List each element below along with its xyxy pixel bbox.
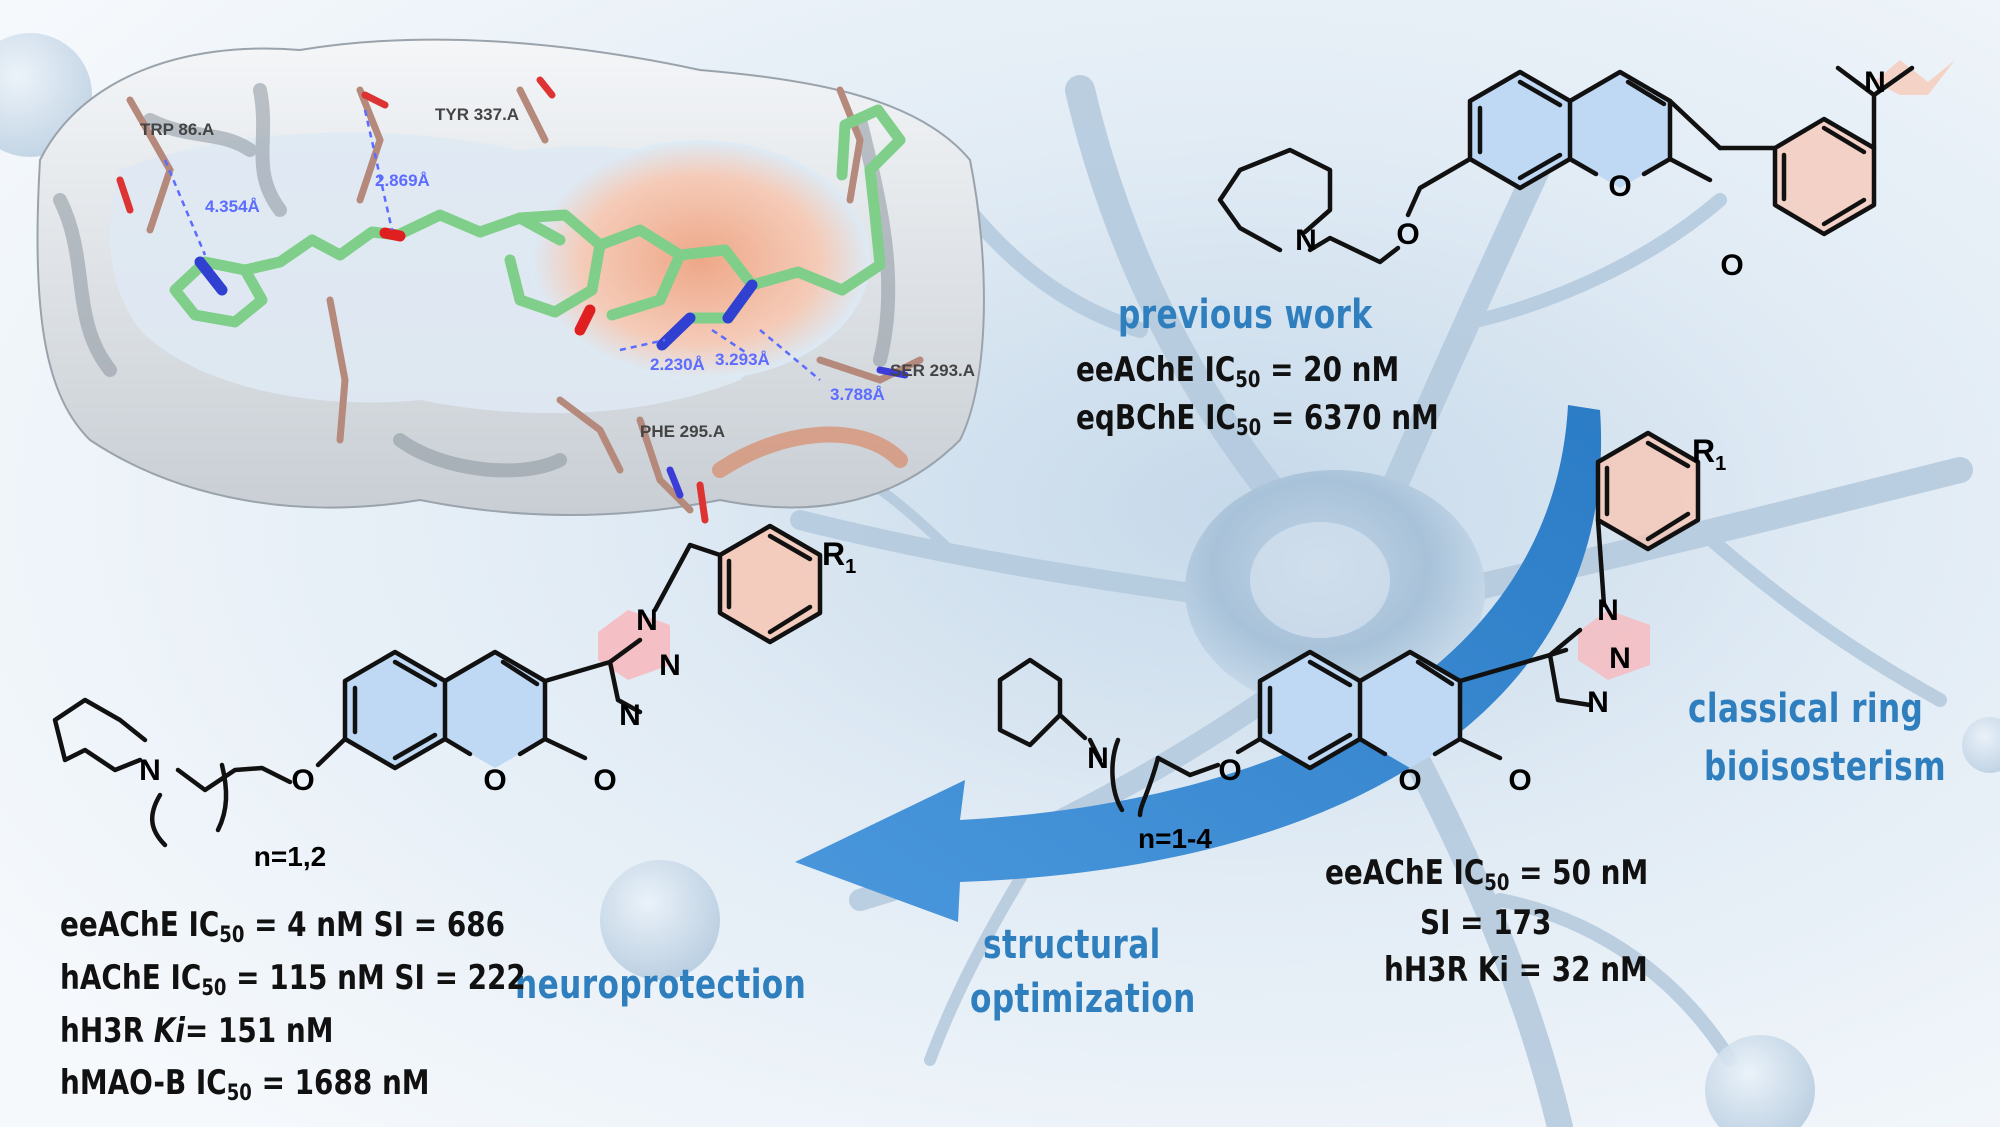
docking-labels: TRP 86.A TYR 337.A SER 293.A PHE 295.A 4…	[140, 105, 975, 441]
r1-label-middle: R1	[1692, 433, 1726, 475]
svg-text:O: O	[1396, 218, 1419, 251]
distance-label: 2.869Å	[375, 171, 430, 190]
middle-eeache-ic50: eeAChE IC50 = 50 nM	[1325, 853, 1649, 896]
chain-length-middle: n=1-4	[1138, 823, 1212, 854]
svg-text:N: N	[1609, 642, 1631, 675]
svg-text:N: N	[1087, 742, 1109, 775]
r1-label-final: R1	[822, 536, 856, 578]
svg-text:N: N	[619, 699, 641, 732]
distance-label: 4.354Å	[205, 197, 260, 216]
svg-text:O: O	[1508, 764, 1531, 797]
residue-label: SER 293.A	[890, 361, 975, 380]
svg-text:N: N	[1864, 66, 1886, 99]
svg-text:N: N	[1295, 224, 1317, 257]
svg-text:O: O	[1608, 170, 1631, 203]
final-eeache-ic50: eeAChE IC50 = 4 nM SI = 686	[60, 905, 506, 948]
optimization-arrow	[795, 405, 1602, 922]
residue-label: TRP 86.A	[140, 120, 214, 139]
residue-label: PHE 295.A	[640, 422, 725, 441]
distance-label: 2.230Å	[650, 355, 705, 374]
atom-labels: N N O O O N N N N O O O N N N N O O O R1…	[139, 66, 1886, 872]
neuron-nucleus	[1250, 522, 1390, 638]
neuroprotection-label: neuroprotection	[515, 962, 807, 1008]
residue-label: TYR 337.A	[435, 105, 519, 124]
orb	[1705, 1035, 1815, 1127]
molecule-previous-work	[1217, 60, 1955, 265]
docking-image	[36, 38, 985, 524]
final-h3r-ki: hH3R Ki= 151 nM	[60, 1011, 334, 1051]
middle-si: SI = 173	[1420, 903, 1552, 943]
distance-label: 3.788Å	[830, 385, 885, 404]
svg-text:N: N	[139, 754, 161, 787]
svg-text:N: N	[636, 604, 658, 637]
svg-text:N: N	[1587, 686, 1609, 719]
svg-text:N: N	[659, 649, 681, 682]
svg-text:N: N	[1597, 594, 1619, 627]
distance-label: 3.293Å	[715, 350, 770, 369]
optimization-label: optimization	[970, 976, 1196, 1022]
orb	[1962, 717, 2000, 773]
svg-text:O: O	[483, 764, 506, 797]
svg-text:O: O	[1218, 754, 1241, 787]
middle-h3r-ki: hH3R Ki = 32 nM	[1384, 950, 1648, 990]
svg-text:O: O	[593, 764, 616, 797]
molecule-final	[52, 523, 823, 848]
final-hache-ic50: hAChE IC50 = 115 nM SI = 222	[60, 958, 526, 1001]
svg-text:O: O	[1398, 764, 1421, 797]
chain-length-final: n=1,2	[254, 841, 326, 872]
previous-eqbche-ic50: eqBChE IC50 = 6370 nM	[1076, 398, 1439, 441]
classical-ring-label: classical ring	[1688, 686, 1924, 732]
structural-label: structural	[983, 922, 1161, 968]
bioisosterism-label: bioisosterism	[1704, 744, 1947, 790]
svg-text:O: O	[291, 764, 314, 797]
final-maob-ic50: hMAO-B IC50 = 1688 nM	[60, 1063, 430, 1106]
svg-text:O: O	[1720, 249, 1743, 282]
previous-work-label: previous work	[1118, 292, 1373, 338]
molecule-middle	[997, 430, 1701, 818]
orb	[600, 860, 720, 980]
previous-eeache-ic50: eeAChE IC50 = 20 nM	[1076, 350, 1400, 393]
